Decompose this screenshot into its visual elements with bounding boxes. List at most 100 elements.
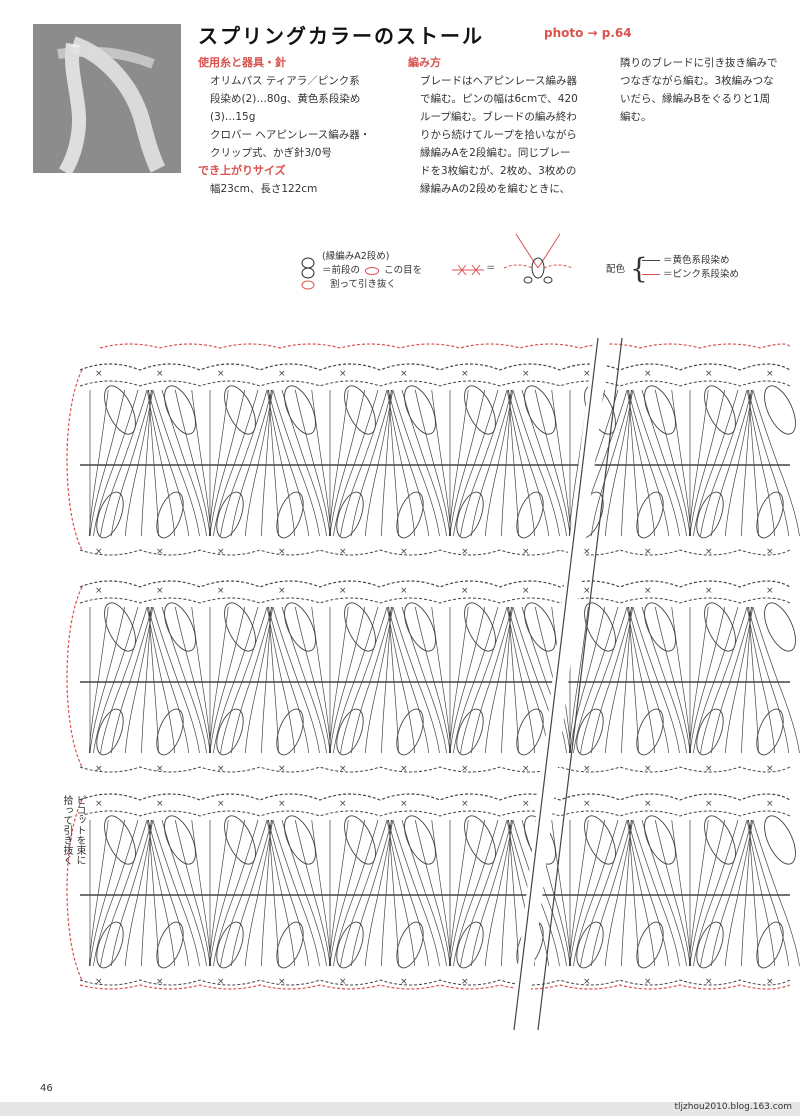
loop-lower [161,894,176,967]
loop-lower [649,464,670,537]
loop-lower [281,894,296,967]
petal-upper [524,385,556,435]
loop-lower [724,894,739,967]
loop-upper [617,606,634,683]
picot-side-note: ピコットを束に 拾って引き抜く [60,795,86,865]
stitch-x: × [95,799,103,809]
loop-lower [124,681,139,754]
loop-lower [350,681,371,754]
petal-lower [216,491,244,539]
loop-upper [534,389,555,466]
loop-lower [381,894,387,967]
stitch-x: × [705,547,713,557]
loop-lower [641,894,656,967]
loop-upper [465,389,486,466]
loop-lower [590,894,611,967]
loop-upper [369,389,393,466]
loop-upper [268,606,275,683]
stitch-x: × [461,586,469,596]
page-number: 46 [40,1083,53,1094]
loop-upper [268,819,275,896]
loop-upper [345,819,366,896]
loop-lower [449,681,467,754]
petal-lower [516,708,544,756]
loop-upper [361,606,388,683]
loop-lower [364,894,379,967]
loop-upper [392,606,419,683]
loop-upper [337,606,349,683]
loop-lower [185,681,207,754]
loop-upper [473,819,499,896]
stitch-x: × [95,369,103,379]
loop-upper [713,389,739,466]
petal-upper [344,602,376,652]
loop-lower [340,464,363,537]
loop-upper [617,819,634,896]
loop-upper [414,389,435,466]
loop-upper [497,819,514,896]
loop-lower [513,681,519,754]
loop-upper [311,819,323,896]
loop-upper [521,389,547,466]
loop-lower [777,464,800,537]
loop-lower [213,894,235,967]
stitch-x: × [522,764,530,774]
loop-lower [393,894,399,967]
loop-lower [621,681,627,754]
loop-upper [369,819,393,896]
loop-upper [385,819,392,896]
loop-lower [673,464,691,537]
stitch-x: × [461,977,469,987]
loop-lower [484,894,499,967]
method-line: つなぎながら編む。3枚編みつな [620,75,774,87]
loop-lower [340,894,363,967]
petal-upper [164,602,196,652]
loop-upper [272,606,299,683]
petal-lower [396,491,424,539]
loop-upper [294,389,315,466]
loop-upper [233,389,259,466]
loop-lower [448,681,459,754]
petal-upper [644,385,676,435]
loop-lower [769,681,790,754]
loop-lower [93,681,115,754]
loop-upper [508,606,515,683]
loop-upper [465,606,486,683]
petal-upper [164,815,196,865]
stitch-abbrev-icon [452,264,484,276]
stitch-x: × [644,977,652,987]
loop-lower [177,464,200,537]
loop-lower [230,464,251,537]
loop-upper [137,606,154,683]
loop-upper [457,819,469,896]
petal-lower [216,708,244,756]
loop-lower [693,464,715,537]
loop-upper [148,606,155,683]
loop-upper [105,389,126,466]
loop-upper [507,819,531,896]
loop-upper [225,606,246,683]
loop-upper [721,606,748,683]
loop-lower [220,894,243,967]
loop-upper [697,819,709,896]
loop-upper [265,389,272,466]
loop-lower [401,464,416,537]
loop-lower [553,464,571,537]
stitch-x: × [217,586,225,596]
size-line: 幅23cm、長さ122cm [210,183,318,195]
break-line [537,337,623,1031]
loop-upper [225,389,246,466]
stitch-x: × [583,764,591,774]
loop-lower [209,464,227,537]
loop-upper [507,389,531,466]
stitch-x: × [217,764,225,774]
stitch-x: × [705,799,713,809]
loop-upper [752,389,779,466]
loop-lower [328,894,339,967]
legend-note-line2: 割って引き抜く [330,279,397,290]
petal-upper [704,602,736,652]
loop-lower [401,894,416,967]
loop-upper [729,606,753,683]
petal-upper [764,385,796,435]
loop-upper [225,819,246,896]
